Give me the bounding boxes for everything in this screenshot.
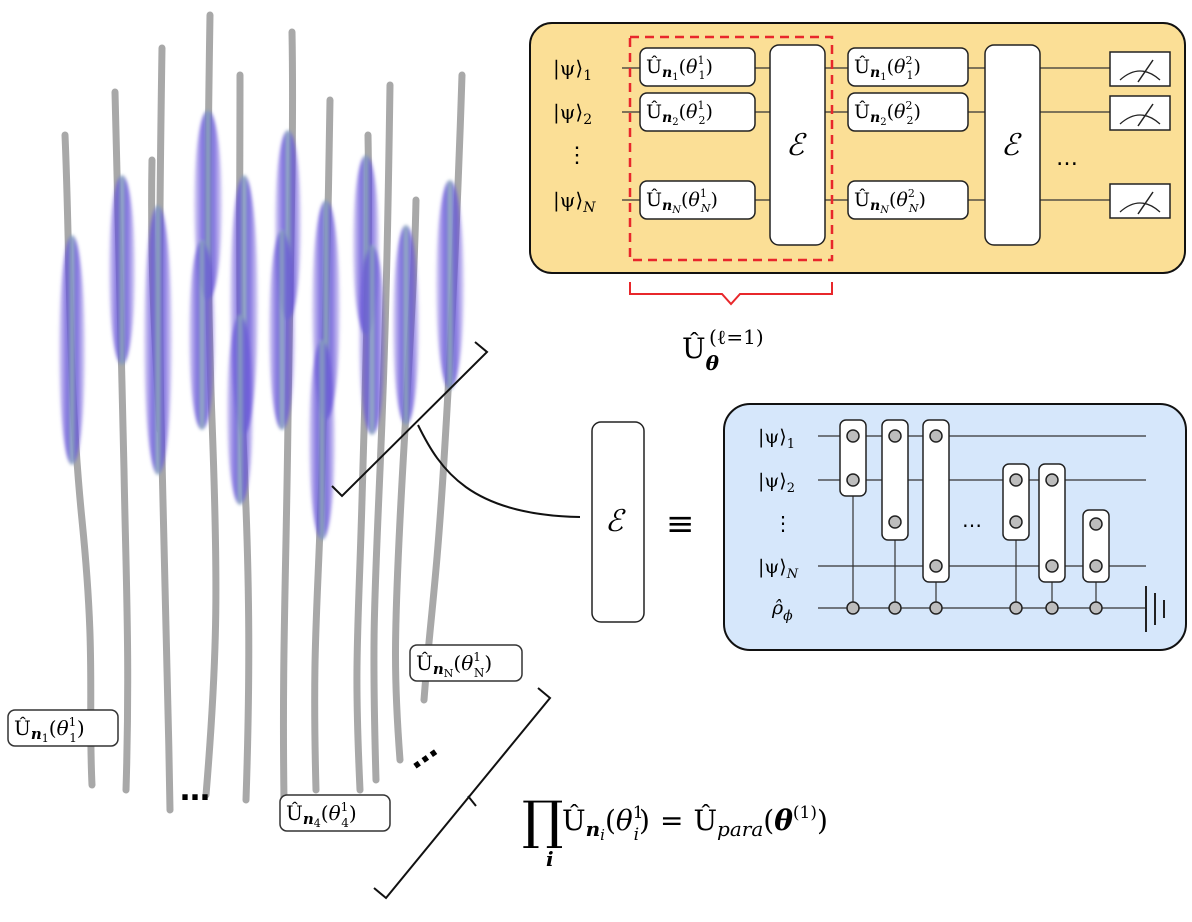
ensemble-ellipsis: … [180,773,210,808]
input-ket-2: |ψ⟩2 [758,470,795,496]
layer-label: Ûθ(ℓ=1) [682,325,764,375]
input-ket-N: |ψ⟩N [553,188,596,216]
svg-text:ÛnN(θ1N): ÛnN(θ1N) [416,650,492,680]
lobe [393,225,419,425]
product-bracket [373,687,552,900]
lobe [436,180,464,390]
gate-nodes [846,429,1103,615]
entangler-symbol: ℰ [605,504,626,539]
lobe [269,230,295,430]
lobe [59,235,85,465]
entangler-box [591,421,645,623]
vdots: ⋮ [773,511,793,535]
product-symbol: ∏ [522,791,563,851]
strand-ensemble [59,11,466,814]
purple-lobes [59,110,464,540]
gate-box [847,47,969,87]
circuit-inputs: |ψ⟩1 |ψ⟩2 ⋮ |ψ⟩N [553,56,596,216]
connector-curve [417,424,581,518]
gate-box [1082,509,1110,583]
product-index: i [546,847,554,871]
gate-box [847,180,969,220]
circuit-ellipsis: … [1056,146,1078,171]
gate-box [839,419,867,497]
lobe [109,175,135,365]
svg-text:Ûn1(θ11): Ûn1(θ11) [14,715,85,745]
entangler-box [769,44,826,246]
meter-icon [1109,95,1171,131]
ground-icon [1145,586,1165,632]
input-ket-2: |ψ⟩2 [553,100,592,128]
layer-highlight [628,35,834,262]
ancilla-label: ρ̂ϕ [771,597,793,624]
layer-brace [629,282,833,306]
gate-box [639,180,756,220]
input-ket-N: |ψ⟩N [758,556,799,582]
ensemble-ellipsis: … [399,731,444,777]
meter-icon [1109,183,1171,219]
meter-icon [1109,51,1171,87]
gate-box [639,47,756,87]
detail-inputs: |ψ⟩1 |ψ⟩2 ⋮ |ψ⟩N ρ̂ϕ [758,426,799,624]
entangler-symbol: ℰ [786,128,807,163]
gate-box [847,92,969,132]
entangler-detail-panel: |ψ⟩1 |ψ⟩2 ⋮ |ψ⟩N ρ̂ϕ … [723,403,1187,651]
lobe [189,240,215,430]
gate-box [639,92,756,132]
input-ket-1: |ψ⟩1 [553,56,592,84]
svg-text:Ûn4(θ14): Ûn4(θ14) [286,800,357,830]
input-ket-1: |ψ⟩1 [758,426,795,452]
lobe [309,340,335,540]
gate-box [881,419,909,541]
vdots: ⋮ [566,143,588,168]
gate-box [922,419,950,583]
lobe [359,245,385,435]
lobe [227,315,253,505]
ensemble-bracket [331,341,489,498]
entangler-symbol: ℰ [1001,128,1022,163]
detail-ellipsis: … [962,508,982,532]
entangler-box [984,44,1041,246]
gate-box [1038,463,1066,583]
lobe [144,205,172,475]
equivalence-symbol: ≡ [666,504,695,544]
